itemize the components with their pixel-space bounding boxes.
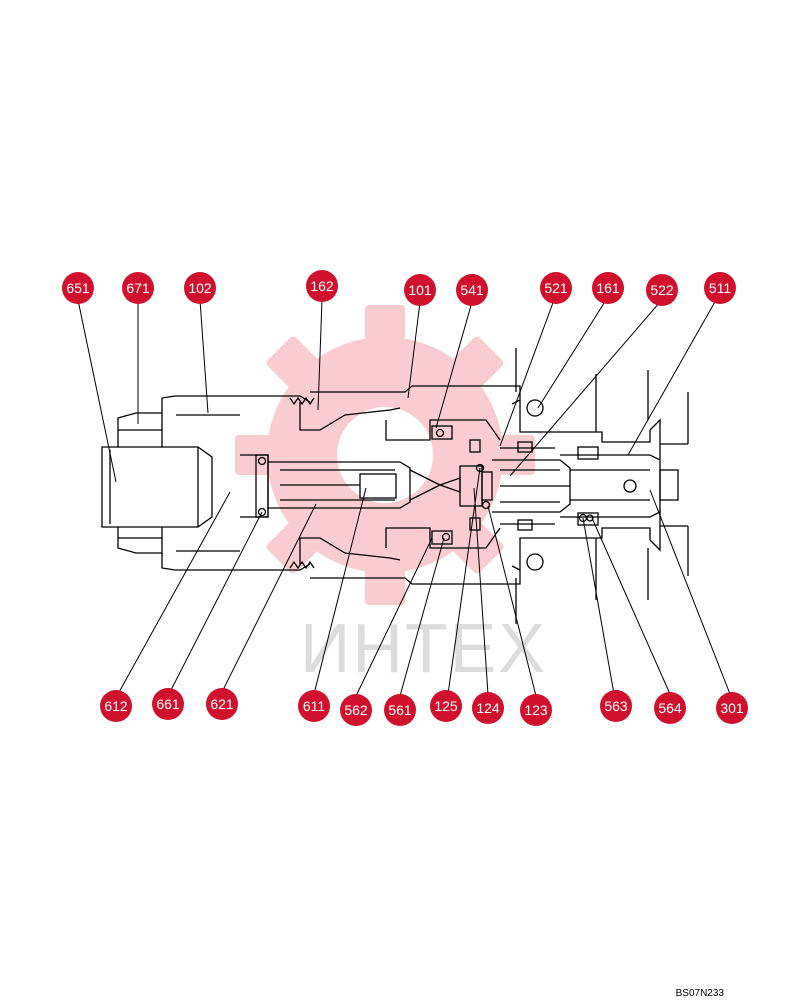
callout-label-125: 125 <box>434 698 458 714</box>
callout-label-101: 101 <box>408 282 432 298</box>
callout-badge-561[interactable]: 561 <box>384 694 416 726</box>
callout-label-124: 124 <box>476 700 500 716</box>
callout-badge-521[interactable]: 521 <box>540 272 572 304</box>
callout-label-161: 161 <box>596 280 620 296</box>
leader-lines <box>77 299 731 697</box>
callout-label-564: 564 <box>658 700 682 716</box>
callout-badge-671[interactable]: 671 <box>122 272 154 304</box>
callout-badge-511[interactable]: 511 <box>704 272 736 304</box>
callout-badge-125[interactable]: 125 <box>430 690 462 722</box>
callout-badge-651[interactable]: 651 <box>62 272 94 304</box>
drawing-code: BS07N233 <box>676 988 725 999</box>
valve-cross-section <box>101 348 689 624</box>
bottom-callouts: 612 661 621 611 562 561 125 124 <box>100 688 748 726</box>
callout-badge-564[interactable]: 564 <box>654 692 686 724</box>
top-callouts: 651 671 102 162 101 541 521 161 <box>62 270 736 306</box>
callout-badge-102[interactable]: 102 <box>184 272 216 304</box>
callout-label-511: 511 <box>709 280 732 296</box>
watermark-text: ИНТЕХ <box>300 609 547 687</box>
callout-label-162: 162 <box>310 278 334 294</box>
callout-badge-301[interactable]: 301 <box>716 692 748 724</box>
callout-label-521: 521 <box>544 280 568 296</box>
callout-label-563: 563 <box>604 698 628 714</box>
callout-badge-611[interactable]: 611 <box>298 690 330 722</box>
callout-badge-612[interactable]: 612 <box>100 690 132 722</box>
callout-label-651: 651 <box>66 280 90 296</box>
callout-label-612: 612 <box>104 698 128 714</box>
callout-label-562: 562 <box>344 702 368 718</box>
callout-label-123: 123 <box>524 702 548 718</box>
callout-label-522: 522 <box>650 282 674 298</box>
callout-badge-161[interactable]: 161 <box>592 272 624 304</box>
callout-badge-621[interactable]: 621 <box>206 688 238 720</box>
callout-badge-661[interactable]: 661 <box>152 688 184 720</box>
callout-label-541: 541 <box>460 282 484 298</box>
callout-badge-124[interactable]: 124 <box>472 692 504 724</box>
callout-label-621: 621 <box>210 696 234 712</box>
callout-label-611: 611 <box>303 698 326 714</box>
callout-label-102: 102 <box>188 280 212 296</box>
callout-label-671: 671 <box>126 280 150 296</box>
callout-badge-101[interactable]: 101 <box>404 274 436 306</box>
watermark-gear-logo <box>235 305 535 605</box>
callout-badge-123[interactable]: 123 <box>520 694 552 726</box>
callout-label-661: 661 <box>156 696 180 712</box>
callout-label-561: 561 <box>388 702 412 718</box>
callout-badge-162[interactable]: 162 <box>306 270 338 302</box>
callout-label-301: 301 <box>720 700 744 716</box>
callout-badge-563[interactable]: 563 <box>600 690 632 722</box>
callout-badge-522[interactable]: 522 <box>646 274 678 306</box>
callout-badge-562[interactable]: 562 <box>340 694 372 726</box>
callout-badge-541[interactable]: 541 <box>456 274 488 306</box>
